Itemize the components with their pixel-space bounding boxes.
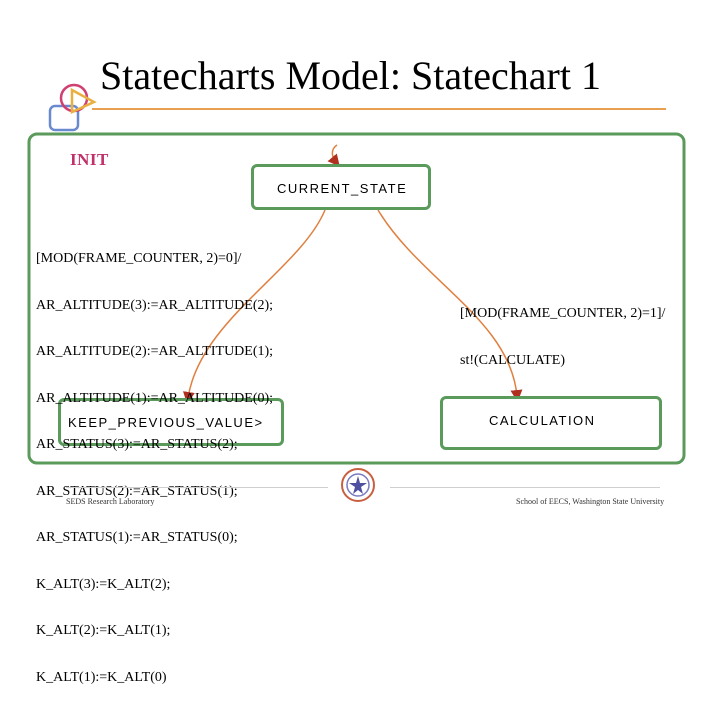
- transition-line: AR_ALTITUDE(1):=AR_ALTITUDE(0);: [36, 390, 274, 406]
- transition-line: AR_STATUS(1):=AR_STATUS(0);: [36, 530, 238, 545]
- state-current-label: CURRENT_STATE: [277, 181, 408, 196]
- title-underline: [92, 108, 666, 110]
- footer-lab-name: SEDS Research Laboratory: [66, 497, 155, 506]
- state-calc-label: CALCULATION: [489, 413, 596, 428]
- footer-school-name: School of EECS, Washington State Univers…: [516, 497, 665, 506]
- page-title: Statecharts Model: Statechart 1: [100, 53, 601, 98]
- statechart-diagram: [27, 132, 686, 465]
- transition-line: AR_ALTITUDE(2):=AR_ALTITUDE(1);: [36, 344, 274, 359]
- transition-line: [MOD(FRAME_COUNTER, 2)=1]/: [460, 306, 666, 321]
- transition-line: st!(CALCULATE): [460, 352, 565, 368]
- transition-to-calc: [377, 209, 523, 402]
- transition-line: K_ALT(1):=K_ALT(0): [36, 669, 167, 685]
- footer-divider-right: [390, 487, 660, 488]
- init-label: INIT: [70, 150, 109, 169]
- state-keep-previous-value: KEEP_PREVIOUS_VALUE>: [58, 398, 284, 446]
- footer-divider-left: [66, 487, 328, 488]
- transition-line: AR_STATUS(3):=AR_STATUS(2);: [36, 437, 238, 452]
- state-calculation: CALCULATION: [440, 396, 662, 450]
- state-keep-label: KEEP_PREVIOUS_VALUE>: [68, 415, 264, 430]
- transition-line: K_ALT(2):=K_ALT(1);: [36, 623, 171, 638]
- state-current: CURRENT_STATE: [251, 164, 431, 210]
- transition-line: K_ALT(3):=K_ALT(2);: [36, 576, 171, 592]
- university-seal-icon: [341, 468, 375, 502]
- transition-line: [MOD(FRAME_COUNTER, 2)=0]/: [36, 251, 242, 266]
- transition-label-right: [MOD(FRAME_COUNTER, 2)=1]/ st!(CALCULATE…: [460, 275, 665, 384]
- transition-line: AR_ALTITUDE(3):=AR_ALTITUDE(2);: [36, 297, 274, 313]
- init-superstate: [27, 132, 686, 465]
- transition-label-left: [MOD(FRAME_COUNTER, 2)=0]/ AR_ALTITUDE(3…: [36, 220, 273, 701]
- transition-to-keep: [182, 209, 326, 404]
- slide-logo-icon: [48, 83, 97, 132]
- default-entry-arrow: [327, 144, 340, 167]
